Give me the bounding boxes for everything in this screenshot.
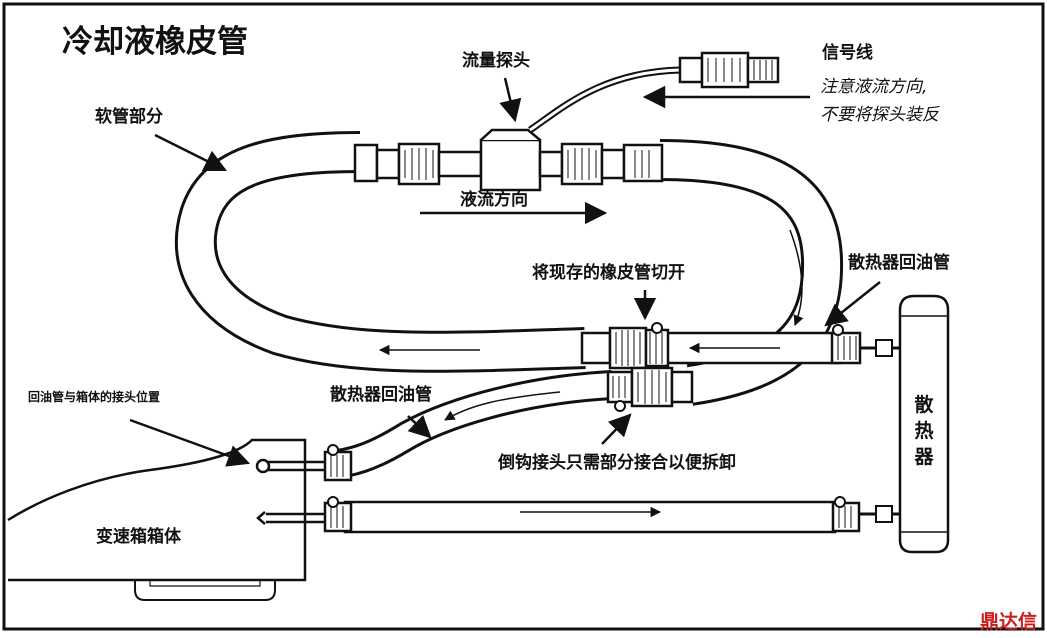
upper-stub-pipe [255,458,325,474]
label-signal-wire: 信号线 [822,43,873,63]
label-transmission-case: 变速箱箱体 [96,527,181,547]
label-cut-existing-hose: 将现存的橡皮管切开 [532,263,685,283]
label-note-line1: 注意液流方向, [820,77,928,97]
flow-arrows [378,201,804,518]
label-joint-position: 回油管与箱体的接头位置 [28,390,161,404]
callout-arrows [129,77,881,467]
signal-wire [528,51,780,133]
label-flow-probe: 流量探头 [462,51,530,71]
transmission-case-shape [7,438,307,601]
label-flow-direction: 液流方向 [460,190,528,210]
label-barb-fitting-note: 倒钩接头只需部分接合以便拆卸 [498,453,736,473]
middle-fittings [580,322,694,412]
watermark-logo: 鼎达信 [979,611,1037,633]
label-note-line2: 不要将探头装反 [820,105,939,125]
label-radiator: 散热器 [914,394,934,468]
label-radiator-return-pipe-left: 散热器回油管 [330,385,432,405]
label-radiator-return-pipe-right: 散热器回油管 [848,253,950,273]
label-hose-section: 软管部分 [95,107,163,127]
bottom-pipe [256,500,900,534]
top-fittings [353,128,664,192]
diagram-title: 冷却液橡皮管 [62,24,248,60]
hose-clamps [323,324,893,533]
radiator-shape [898,294,950,554]
